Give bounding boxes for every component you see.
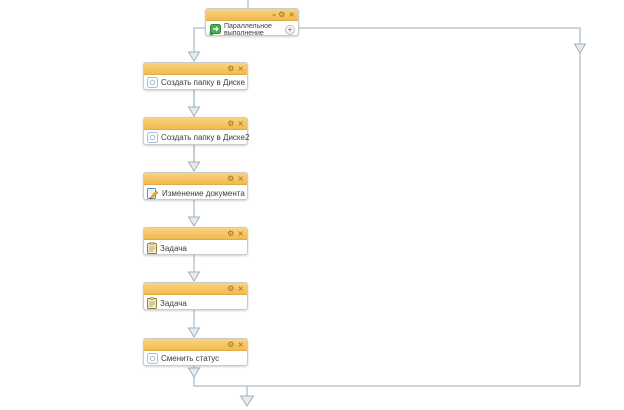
activity-node-change-status[interactable]: ⚙ × Сменить статус xyxy=(143,338,248,366)
node-title: Изменение документа xyxy=(162,188,245,198)
status-item-icon xyxy=(147,353,158,364)
activity-node-task-2[interactable]: ⚙ × Задача xyxy=(143,282,248,310)
close-icon[interactable]: × xyxy=(237,64,244,73)
add-activity-button[interactable]: + xyxy=(285,25,295,35)
close-icon[interactable]: × xyxy=(237,174,244,183)
parallel-icon xyxy=(209,24,221,36)
arrow-into-node-4 xyxy=(187,161,201,172)
activity-node-task-1[interactable]: ⚙ × Задача xyxy=(143,227,248,255)
close-icon[interactable]: × xyxy=(237,229,244,238)
node-title: Задача xyxy=(160,243,187,253)
arrow-branch-right xyxy=(573,43,587,54)
arrow-into-node-6 xyxy=(187,271,201,282)
node-title: Задача xyxy=(160,298,187,308)
activity-node-edit-document[interactable]: ⚙ × Изменение документа xyxy=(143,172,248,200)
task-icon xyxy=(147,297,157,309)
node-title: Создать папку в Диске xyxy=(161,78,245,87)
arrow-merge-left xyxy=(187,367,201,378)
settings-gear-icon[interactable]: ⚙ xyxy=(227,64,235,73)
edit-document-icon xyxy=(147,188,159,199)
arrow-into-node-5 xyxy=(187,216,201,227)
settings-gear-icon[interactable]: ⚙ xyxy=(227,284,235,293)
minimize-icon[interactable]: – xyxy=(272,10,276,19)
close-icon[interactable]: × xyxy=(288,10,295,19)
arrow-final-output xyxy=(239,395,255,407)
node-header: ⚙ × xyxy=(144,173,247,185)
task-icon xyxy=(147,242,157,254)
settings-gear-icon[interactable]: ⚙ xyxy=(227,340,235,349)
settings-gear-icon[interactable]: ⚙ xyxy=(227,229,235,238)
node-header: – ⚙ × xyxy=(206,9,298,21)
connector-merge-left xyxy=(193,377,580,387)
close-icon[interactable]: × xyxy=(237,284,244,293)
activity-node-create-folder-2[interactable]: ⚙ × Создать папку в Диске2 xyxy=(143,117,250,145)
activity-node-create-folder-1[interactable]: ⚙ × Создать папку в Диске xyxy=(143,62,248,90)
node-header: ⚙ × xyxy=(144,339,247,351)
node-header: ⚙ × xyxy=(144,228,247,240)
arrow-into-node-3 xyxy=(187,106,201,117)
settings-gear-icon[interactable]: ⚙ xyxy=(227,174,235,183)
close-icon[interactable]: × xyxy=(237,119,244,128)
connector-parallel-to-branch-left xyxy=(193,27,205,52)
drive-item-icon xyxy=(147,132,158,143)
node-header: ⚙ × xyxy=(144,283,247,295)
arrow-into-node-7 xyxy=(187,327,201,338)
node-title: Создать папку в Диске2 xyxy=(161,133,250,142)
node-header: ⚙ × xyxy=(144,118,247,130)
connector-branch-right xyxy=(298,27,581,44)
close-icon[interactable]: × xyxy=(237,340,244,349)
node-header: ⚙ × xyxy=(144,63,247,75)
arrow-into-node-2 xyxy=(187,51,201,62)
node-title: Сменить статус xyxy=(161,354,220,363)
drive-item-icon xyxy=(147,77,158,88)
settings-gear-icon[interactable]: ⚙ xyxy=(227,119,235,128)
settings-gear-icon[interactable]: ⚙ xyxy=(278,10,286,19)
